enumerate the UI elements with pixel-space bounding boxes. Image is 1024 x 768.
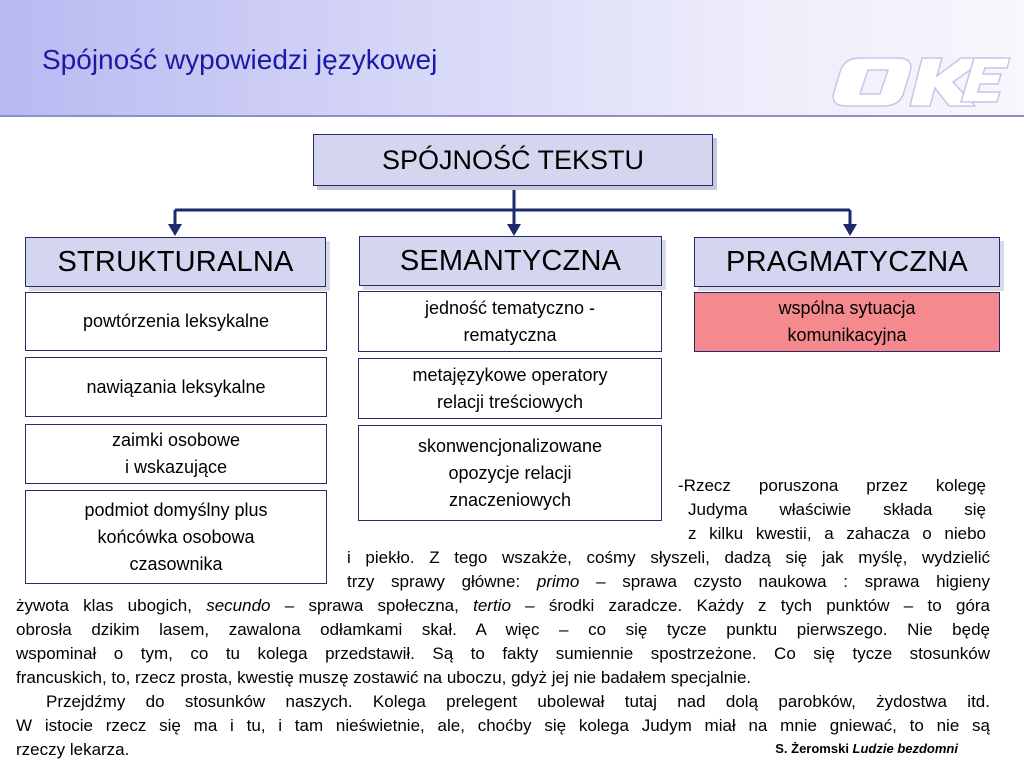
root-label: SPÓJNOŚĆ TEKSTU: [381, 144, 645, 175]
quote-full-lines: żywota klas ubogich, secundo – sprawa sp…: [16, 594, 990, 762]
quote-line: żywota klas ubogich, secundo – sprawa sp…: [16, 596, 990, 615]
item-box: podmiot domyślny plus końcówka osobowa c…: [25, 490, 327, 584]
item-box-highlighted: wspólna sytuacja komunikacyjna: [694, 292, 1000, 352]
slide-title: Spójność wypowiedzi językowej: [42, 44, 438, 75]
root-box: SPÓJNOŚĆ TEKSTU: [313, 134, 713, 186]
item-text: wspólna sytuacja komunikacyjna: [778, 298, 916, 345]
item-text: podmiot domyślny plus końcówka osobowa c…: [84, 499, 268, 574]
quote-source: S. Żeromski Ludzie bezdomni: [775, 741, 958, 756]
item-text: jedność tematyczno - rematyczna: [424, 297, 596, 345]
category-semantic: SEMANTYCZNA: [359, 236, 662, 286]
quote-line: rzeczy lekarza.: [16, 740, 130, 759]
oke-logo-icon: [832, 57, 1012, 107]
category-label: STRUKTURALNA: [57, 245, 294, 278]
item-box: metajęzykowe operatory relacji treściowy…: [358, 358, 662, 419]
quote-line: -Rzecz poruszona przez kolegę: [678, 476, 986, 495]
quote-line: trzy sprawy główne: primo – sprawa czyst…: [347, 572, 990, 591]
quote-line: wspominał o tym, co tu kolega przedstawi…: [16, 644, 990, 663]
category-pragmatic: PRAGMATYCZNA: [694, 237, 1000, 287]
item-text: powtórzenia leksykalne: [82, 311, 270, 331]
header-divider: [0, 115, 1024, 117]
category-label: PRAGMATYCZNA: [726, 245, 968, 278]
quote-line: z kilku kwestii, a zahacza o niebo: [688, 524, 986, 543]
category-label: SEMANTYCZNA: [399, 244, 622, 277]
item-box: nawiązania leksykalne: [25, 357, 327, 417]
quote-line: W istocie rzecz się ma i tu, i tam nieśw…: [16, 716, 990, 735]
quote-line: francuskich, to, rzecz prosta, kwestię m…: [16, 668, 752, 687]
item-box: skonwencjonalizowane opozycje relacji zn…: [358, 425, 662, 521]
quote-line: Judyma właściwie składa się: [688, 500, 986, 519]
item-text: metajęzykowe operatory relacji treściowy…: [412, 364, 608, 412]
quote-mid-lines: i piekło. Z tego wszakże, cośmy słyszeli…: [347, 546, 990, 594]
item-box: powtórzenia leksykalne: [25, 292, 327, 351]
item-text: skonwencjonalizowane opozycje relacji zn…: [417, 435, 603, 510]
item-text: nawiązania leksykalne: [86, 376, 266, 397]
quote-line: obrosła dzikim lasem, zawalona odłamkami…: [16, 620, 990, 639]
item-box: zaimki osobowe i wskazujące: [25, 424, 327, 484]
item-box: jedność tematyczno - rematyczna: [358, 291, 662, 352]
quote-line: Przejdźmy do stosunków naszych. Kolega p…: [46, 692, 990, 711]
quote-line: i piekło. Z tego wszakże, cośmy słyszeli…: [347, 548, 990, 567]
category-structural: STRUKTURALNA: [25, 237, 326, 287]
quote-right-lines: -Rzecz poruszona przez kolegę Judyma wła…: [678, 474, 986, 546]
item-text: zaimki osobowe i wskazujące: [111, 430, 241, 477]
